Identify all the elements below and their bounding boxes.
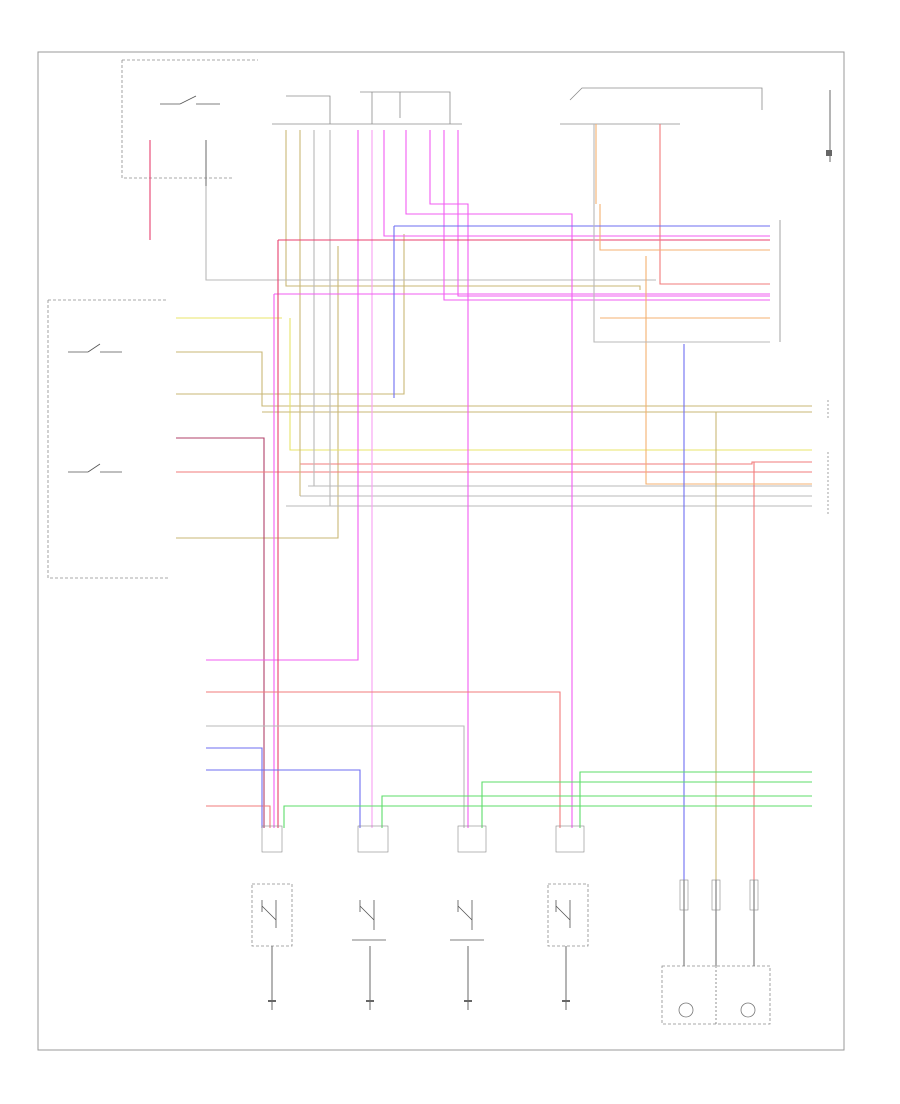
wire-magenta-1 bbox=[206, 130, 359, 661]
panel-switch-2 bbox=[68, 463, 122, 473]
lamp-pins-2 bbox=[711, 879, 721, 911]
wire-green-1 bbox=[283, 805, 812, 828]
connector-pins bbox=[261, 150, 832, 1002]
wire-magenta-6 bbox=[457, 130, 770, 297]
wire-tan-drop-1 bbox=[285, 130, 641, 290]
connector-block-top-hood-1 bbox=[286, 95, 331, 124]
relay-contact-1 bbox=[261, 900, 277, 928]
wire-green-4 bbox=[579, 771, 812, 828]
ground-mark-3 bbox=[464, 1000, 472, 1002]
top-right-switch-hood bbox=[569, 87, 763, 110]
lamp-pins-3 bbox=[749, 879, 759, 911]
wire-orange-1 bbox=[595, 124, 812, 485]
wire-tan-3 bbox=[176, 246, 339, 539]
relay-4-pins bbox=[555, 825, 585, 853]
wire-magenta-3 bbox=[405, 130, 573, 828]
wires bbox=[149, 90, 831, 1010]
ignition-switch-symbol bbox=[160, 95, 220, 105]
wire-red-3 bbox=[659, 124, 770, 285]
wire-magenta-4 bbox=[429, 130, 469, 828]
wire-red-4 bbox=[206, 691, 561, 828]
ground-mark-2 bbox=[366, 1000, 374, 1002]
lamp-pins-1 bbox=[679, 879, 689, 911]
relay-contact-2 bbox=[352, 900, 386, 941]
connector-block-top-hood-2 bbox=[360, 91, 451, 124]
ground-mark-4 bbox=[562, 1000, 570, 1002]
panel-switch-symbols bbox=[68, 95, 220, 473]
ground-mark-top bbox=[826, 150, 832, 156]
wire-tan-2 bbox=[176, 234, 405, 395]
component-outlines bbox=[47, 59, 829, 1025]
wire-blue-3 bbox=[206, 747, 263, 828]
relay-box-4 bbox=[547, 883, 589, 947]
wire-gray-2 bbox=[593, 124, 770, 343]
relay-contact-3 bbox=[450, 900, 484, 941]
wire-gray-1 bbox=[286, 485, 812, 507]
wire-gray-drop-3 bbox=[205, 186, 656, 281]
switch-panel-box bbox=[47, 299, 168, 579]
relay-internals bbox=[261, 900, 571, 941]
ignition-switch-box bbox=[121, 59, 258, 179]
lamps bbox=[678, 966, 756, 1024]
wire-lamp-leads bbox=[683, 880, 755, 966]
panel-switch-1 bbox=[68, 343, 122, 353]
wire-magenta-5 bbox=[443, 130, 770, 301]
ground-mark-1 bbox=[268, 1000, 276, 1002]
wire-darkred-1 bbox=[176, 437, 265, 828]
wire-green-2 bbox=[381, 795, 812, 828]
relay-3-pins bbox=[457, 825, 487, 853]
wire-yellow-2 bbox=[289, 318, 812, 451]
relay-1-pins bbox=[261, 825, 283, 853]
relay-contact-4 bbox=[555, 900, 571, 928]
wire-red-5 bbox=[206, 805, 271, 828]
wire-tan-1 bbox=[176, 351, 812, 407]
wire-blue-4 bbox=[206, 769, 361, 828]
lamp-right-bulb bbox=[740, 1002, 756, 1018]
wire-red-2 bbox=[300, 461, 812, 465]
relay-2-pins bbox=[357, 825, 389, 853]
wire-magenta-2 bbox=[383, 130, 770, 237]
wire-gray-3 bbox=[206, 725, 465, 828]
lamp-left-bulb bbox=[678, 1002, 694, 1018]
relay-box-1 bbox=[251, 883, 293, 947]
wire-green-3 bbox=[481, 781, 812, 828]
diagram-frame bbox=[37, 51, 845, 1051]
